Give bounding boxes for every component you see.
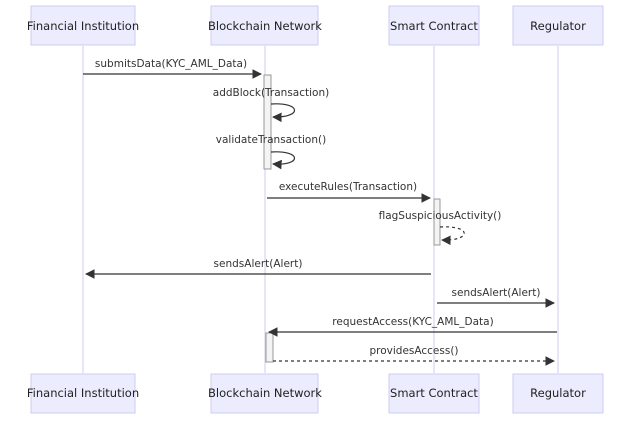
message-sends-alert-to-institution: sendsAlert(Alert) [85,258,431,279]
message-provides-access: providesAccess() [273,345,555,366]
activation-smart-contract [433,198,441,246]
message-label: addBlock(Transaction) [213,87,329,99]
actor-financial-institution-bottom: Financial Institution [27,373,139,414]
message-label: flagSuspiciousActivity() [379,210,502,222]
message-label: submitsData(KYC_AML_Data) [95,58,247,70]
message-label: sendsAlert(Alert) [452,287,541,299]
actor-smart-contract-top: Smart Contract [388,5,480,46]
message-execute-rules: executeRules(Transaction) [267,181,431,203]
message-validate-transaction: validateTransaction() [216,134,326,170]
actor-smart-contract-bottom: Smart Contract [388,373,480,414]
message-sends-alert-to-regulator: sendsAlert(Alert) [437,287,555,308]
message-label: executeRules(Transaction) [279,181,417,193]
actor-label: Blockchain Network [208,19,322,33]
actor-label: Regulator [530,19,586,33]
actor-label: Smart Contract [390,19,478,33]
actor-label: Smart Contract [390,386,478,400]
activation-blockchain-1 [263,74,272,170]
actor-label: Financial Institution [27,386,139,400]
activation-blockchain-2 [265,332,274,363]
actor-label: Regulator [530,386,586,400]
actor-label: Blockchain Network [208,386,322,400]
message-add-block: addBlock(Transaction) [213,87,329,123]
actor-regulator-bottom: Regulator [512,373,604,414]
message-request-access: requestAccess(KYC_AML_Data) [268,316,557,337]
actor-blockchain-network-bottom: Blockchain Network [208,373,322,414]
message-label: requestAccess(KYC_AML_Data) [332,316,493,328]
message-submits-data: submitsData(KYC_AML_Data) [83,58,262,79]
actor-blockchain-network-top: Blockchain Network [208,5,322,46]
actor-label: Financial Institution [27,19,139,33]
actor-regulator-top: Regulator [512,5,604,46]
message-label: providesAccess() [369,345,458,357]
message-label: sendsAlert(Alert) [214,258,303,270]
actor-financial-institution-top: Financial Institution [27,5,139,46]
message-label: validateTransaction() [216,134,326,146]
message-flag-suspicious-activity: flagSuspiciousActivity() [379,210,502,246]
